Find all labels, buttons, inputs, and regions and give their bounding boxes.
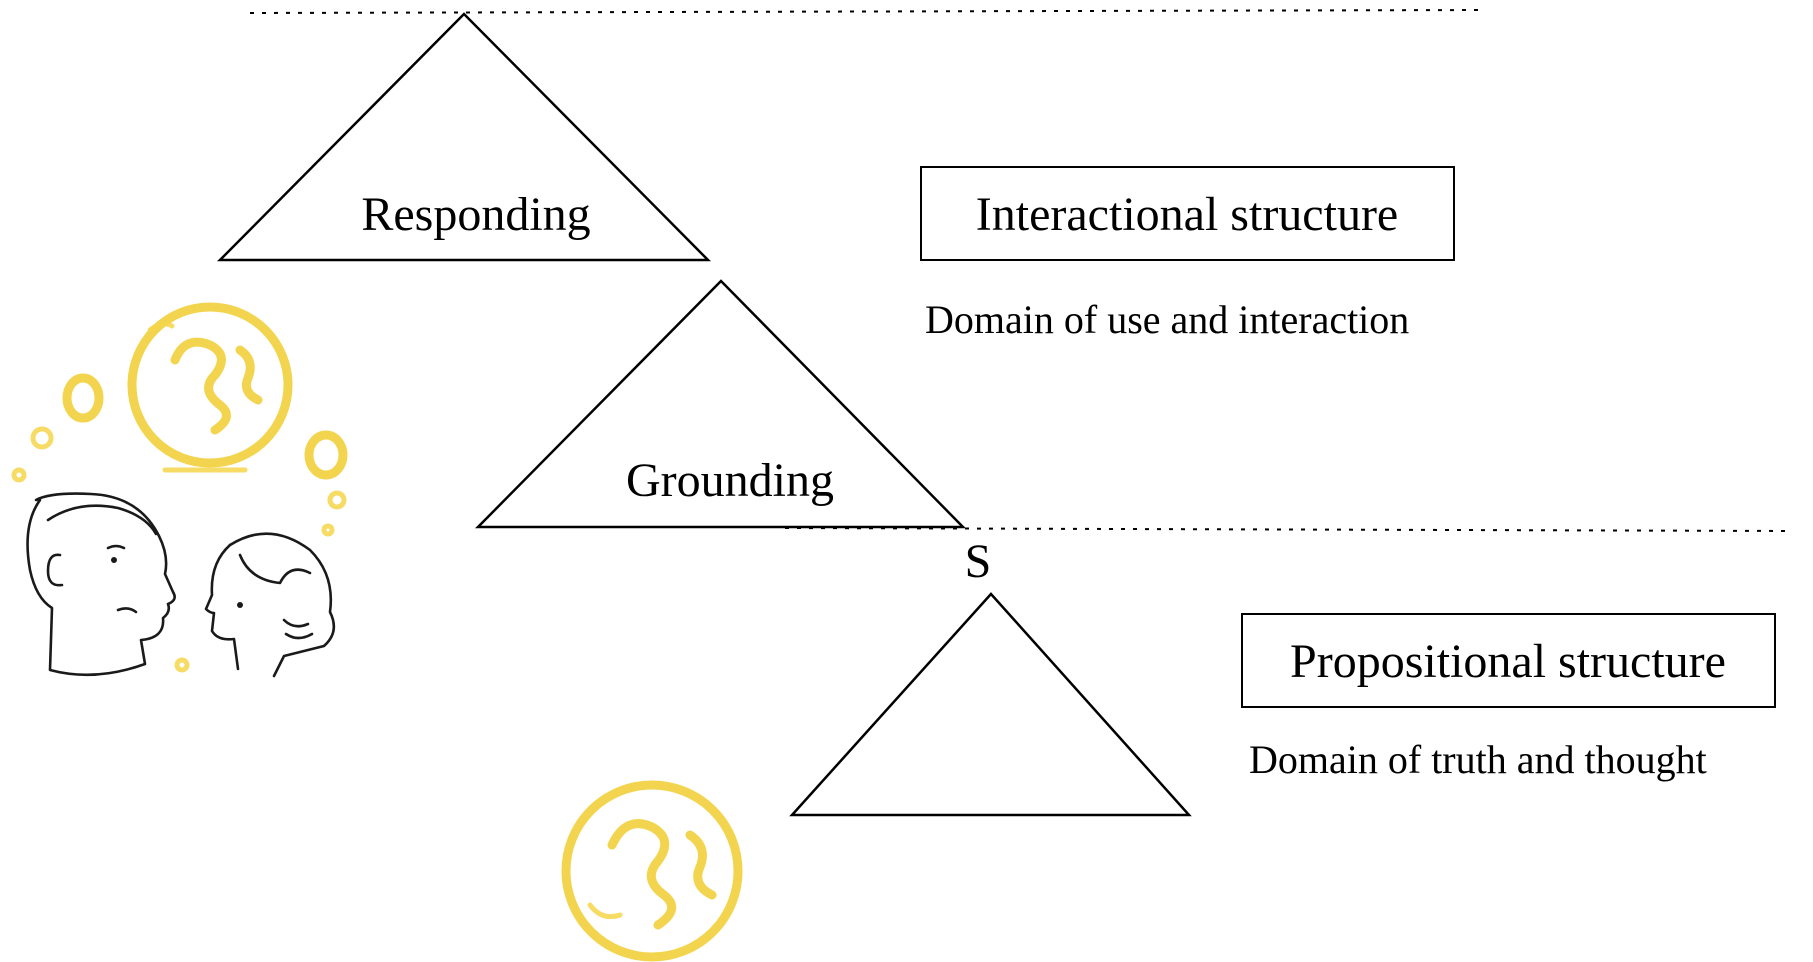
man-face-icon (26, 492, 176, 677)
grounding-label: Grounding (626, 454, 834, 507)
top-dotted-boundary (249, 9, 1481, 14)
interactional-structure-box: Interactional structure (920, 166, 1455, 261)
s-triangle (789, 592, 1192, 817)
interactional-domain-caption: Domain of use and interaction (925, 297, 1409, 342)
propositional-domain-caption: Domain of truth and thought (1249, 737, 1707, 782)
thought-bubble-icon (304, 430, 348, 480)
interactional-structure-label: Interactional structure (976, 188, 1398, 241)
two-people-talking-illustration (11, 302, 348, 678)
responding-label: Responding (361, 188, 590, 241)
grounding-triangle (475, 279, 966, 529)
propositional-structure-box: Propositional structure (1241, 613, 1776, 708)
responding-triangle (216, 12, 712, 262)
thought-bubble-icon (321, 523, 335, 537)
globe-thought-icon (127, 302, 293, 468)
middle-dotted-boundary (784, 527, 1791, 532)
propositional-structure-label: Propositional structure (1290, 635, 1726, 688)
thought-bubble-icon (30, 426, 54, 450)
thought-bubble-icon (11, 467, 27, 483)
thought-bubble-icon (62, 373, 104, 423)
woman-face-icon (204, 532, 336, 678)
s-node-label: S (965, 535, 992, 588)
globe-icon (561, 780, 743, 962)
thought-bubble-icon (327, 490, 347, 510)
